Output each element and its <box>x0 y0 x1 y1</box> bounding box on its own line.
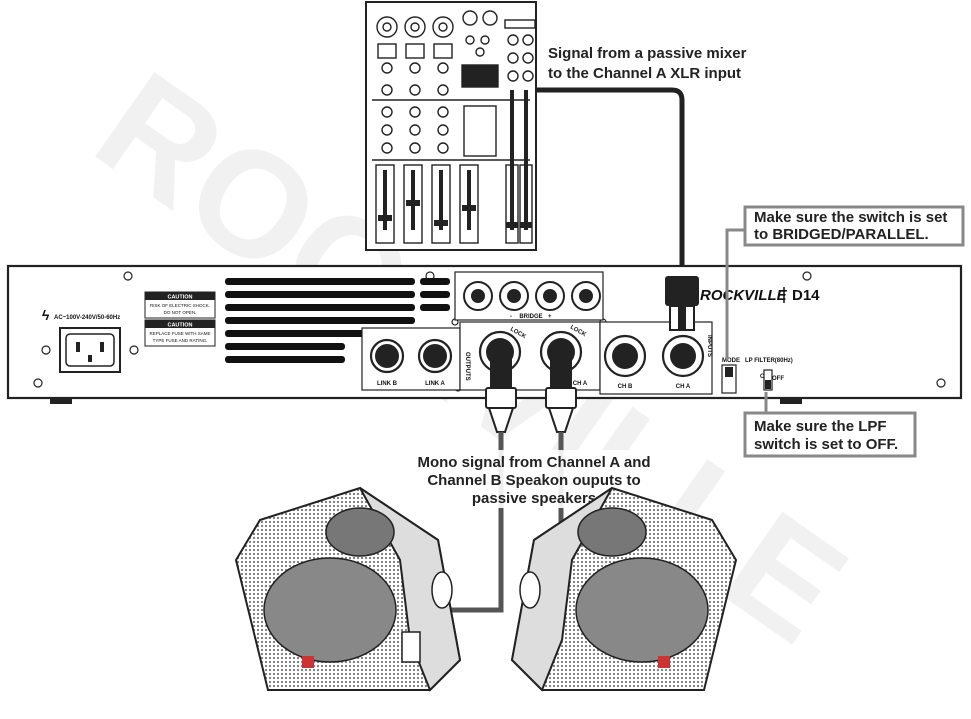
speaker-annotation-line1: Mono signal from Channel A and <box>417 454 650 471</box>
mode-callout-box <box>743 205 965 247</box>
xlr-plug <box>665 276 699 331</box>
mixer-annotation-line2: to the Channel A XLR input <box>548 65 741 82</box>
svg-text:CAUTION: CAUTION <box>167 295 192 301</box>
svg-text:RISK OF ELECTRIC SHOCK.: RISK OF ELECTRIC SHOCK. <box>150 303 210 308</box>
mixer-channel-strips <box>372 10 536 161</box>
svg-text:-: - <box>510 314 512 320</box>
mode-annotation-line2: to BRIDGED/PARALLEL. <box>754 226 929 243</box>
lpf-annotation-line1: Make sure the LPF <box>754 418 887 435</box>
lpf-switch: LP FILTER(80Hz) ON OFF <box>745 358 793 391</box>
input-ch-b-label: CH B <box>618 384 633 390</box>
power-label: AC~100V-240V/50-60Hz <box>54 315 120 321</box>
combo-inputs: CH B CH A INPUTS <box>599 321 713 395</box>
mixer-annotation-line1: Signal from a passive mixer <box>548 45 747 62</box>
svg-text:REPLACE FUSE WITH SAME: REPLACE FUSE WITH SAME <box>149 331 210 336</box>
power-bolt-icon: ϟ <box>42 307 50 323</box>
svg-text:+: + <box>548 314 552 320</box>
mode-callout-line <box>725 228 745 360</box>
bridge-label: BRIDGE <box>519 314 542 320</box>
svg-text:LP FILTER(80Hz): LP FILTER(80Hz) <box>745 358 793 364</box>
inputs-label: INPUTS <box>706 335 712 357</box>
caution-label-shock: CAUTION RISK OF ELECTRIC SHOCK. DO NOT O… <box>144 291 216 319</box>
input-ch-a-label: CH A <box>676 384 691 390</box>
caution-label-fuse: CAUTION REPLACE FUSE WITH SAME TYPE FUSE… <box>144 319 216 347</box>
mode-annotation-line1: Make sure the switch is set <box>754 209 947 226</box>
link-b-label: LINK B <box>377 381 398 387</box>
svg-text:DO NOT OPEN.: DO NOT OPEN. <box>164 310 197 315</box>
svg-text:MODE: MODE <box>722 358 740 364</box>
link-a-label: LINK A <box>425 381 445 387</box>
outputs-label: OUTPUTS <box>464 352 470 381</box>
link-xlr-outputs: LINK B LINK A <box>361 327 461 391</box>
brand-logo: ROCKVILLE <box>700 287 788 304</box>
speaker-annotation-line2: Channel B Speakon ouputs to <box>427 472 640 489</box>
passive-speaker-right <box>510 486 738 692</box>
power-inlet <box>41 327 139 373</box>
speakon-outputs: LOCK LOCK OUTPUTS CH A <box>459 321 601 391</box>
lpf-callout-box <box>743 411 917 458</box>
lpf-annotation-line2: switch is set to OFF. <box>754 436 898 453</box>
binding-posts: BRIDGE - + <box>454 271 604 321</box>
svg-text:TYPE FUSE AND RATING.: TYPE FUSE AND RATING. <box>153 338 208 343</box>
mixer-faders <box>375 90 533 244</box>
svg-text:OFF: OFF <box>772 376 784 382</box>
model-label: D14 <box>792 287 820 304</box>
passive-mixer <box>365 1 537 251</box>
passive-speaker-left <box>234 486 462 692</box>
output-ch-a-label: CH A <box>573 381 588 387</box>
speakon-plug-left <box>485 358 517 433</box>
speakon-plug-right <box>545 358 577 433</box>
amplifier-rear-panel: ϟ AC~100V-240V/50-60Hz CAUTION RISK OF E… <box>6 264 963 404</box>
svg-text:CAUTION: CAUTION <box>167 323 192 329</box>
speaker-annotation-line3: passive speakers <box>472 490 596 507</box>
mixer-to-ch-a-cable <box>536 87 685 280</box>
mode-switch: MODE <box>721 358 740 394</box>
